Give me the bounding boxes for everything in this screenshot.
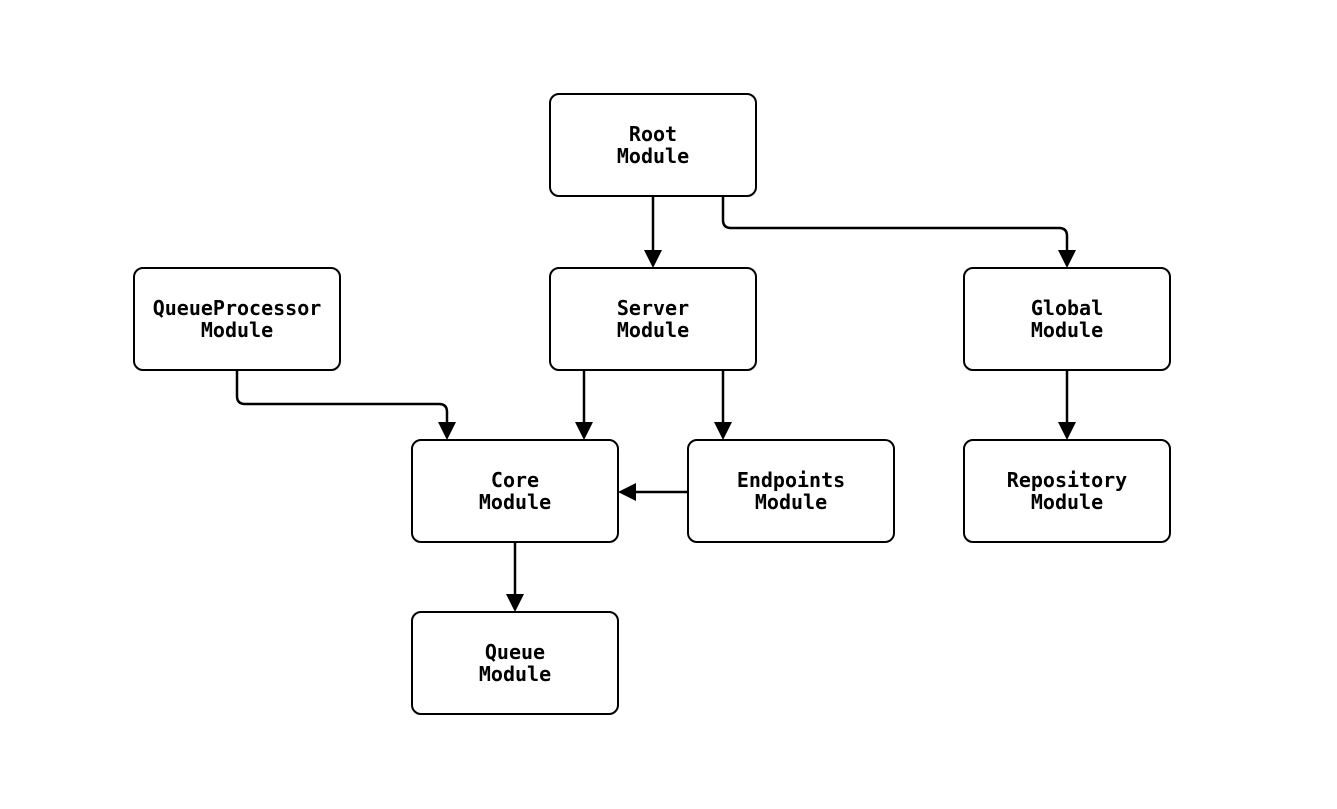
node-label-line: Repository	[1006, 468, 1128, 492]
node-queueprocessor-module: QueueProcessor Module	[133, 267, 341, 371]
node-label-line: Module	[616, 144, 690, 168]
node-label-line: Global	[1030, 296, 1104, 320]
node-queue-module: Queue Module	[411, 611, 619, 715]
node-server-module: Server Module	[549, 267, 757, 371]
node-label-line: Module	[1030, 318, 1104, 342]
node-repository-module: Repository Module	[963, 439, 1171, 543]
node-label-line: Module	[478, 662, 552, 686]
node-core-module: Core Module	[411, 439, 619, 543]
node-label-line: Endpoints	[736, 468, 846, 492]
edge-root-to-global	[721, 197, 1076, 268]
node-label-line: Root	[628, 122, 678, 146]
node-label-line: Module	[1030, 490, 1104, 514]
node-label-line: Queue	[484, 640, 546, 664]
node-label-line: Module	[200, 318, 274, 342]
node-endpoints-module: Endpoints Module	[687, 439, 895, 543]
node-label-line: Module	[478, 490, 552, 514]
node-root-module: Root Module	[549, 93, 757, 197]
node-label-line: Module	[754, 490, 828, 514]
node-label-line: Module	[616, 318, 690, 342]
node-label-line: Server	[616, 296, 690, 320]
node-global-module: Global Module	[963, 267, 1171, 371]
node-label-line: Core	[490, 468, 540, 492]
node-label-line: QueueProcessor	[152, 296, 322, 320]
edge-queueprocessor-to-core	[235, 371, 456, 440]
